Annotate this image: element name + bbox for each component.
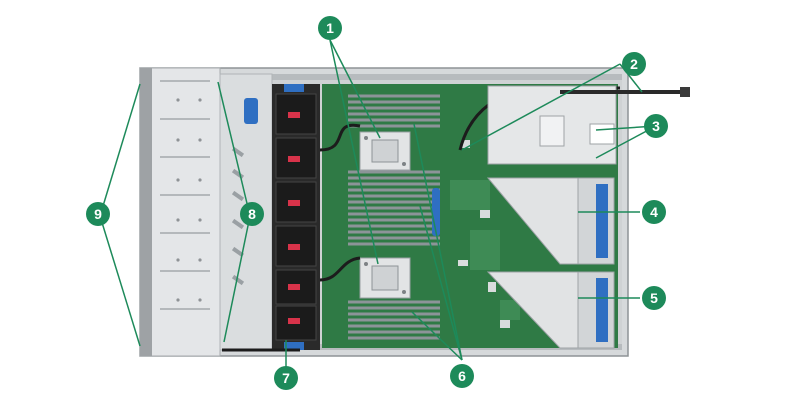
tertiary-riser-cage [486,271,615,349]
fan-module [275,137,317,179]
callout-3: 3 [644,114,668,138]
dimm-bank-middle [348,170,440,246]
callout-7: 7 [274,366,298,390]
rear-cable [560,87,690,97]
front-drive-cage [139,67,221,357]
svg-text:6: 6 [458,368,466,384]
dimm-bank-upper [348,94,440,128]
svg-text:1: 1 [326,20,334,36]
svg-text:5: 5 [650,290,658,306]
svg-text:4: 4 [650,204,658,220]
dimm-bank-lower [348,300,440,340]
callout-1: 1 [318,16,342,40]
fan-module [275,93,317,135]
callout-4: 4 [642,200,666,224]
callout-9: 9 [86,202,110,226]
processor-socket-1 [359,131,411,171]
svg-text:3: 3 [652,118,660,134]
callout-5: 5 [642,286,666,310]
fan-module [275,305,317,341]
processor-socket-2 [359,257,411,299]
callout-2: 2 [622,52,646,76]
svg-text:2: 2 [630,56,638,72]
callout-leader-lines [99,39,657,376]
fan-module [275,181,317,223]
svg-text:7: 7 [282,370,290,386]
svg-text:9: 9 [94,206,102,222]
callout-6: 6 [450,364,474,388]
callout-8: 8 [240,202,264,226]
fan-cage [272,84,320,350]
fan-module [275,269,317,305]
fan-module [275,225,317,267]
svg-text:8: 8 [248,206,256,222]
secondary-riser-cage [486,177,615,265]
